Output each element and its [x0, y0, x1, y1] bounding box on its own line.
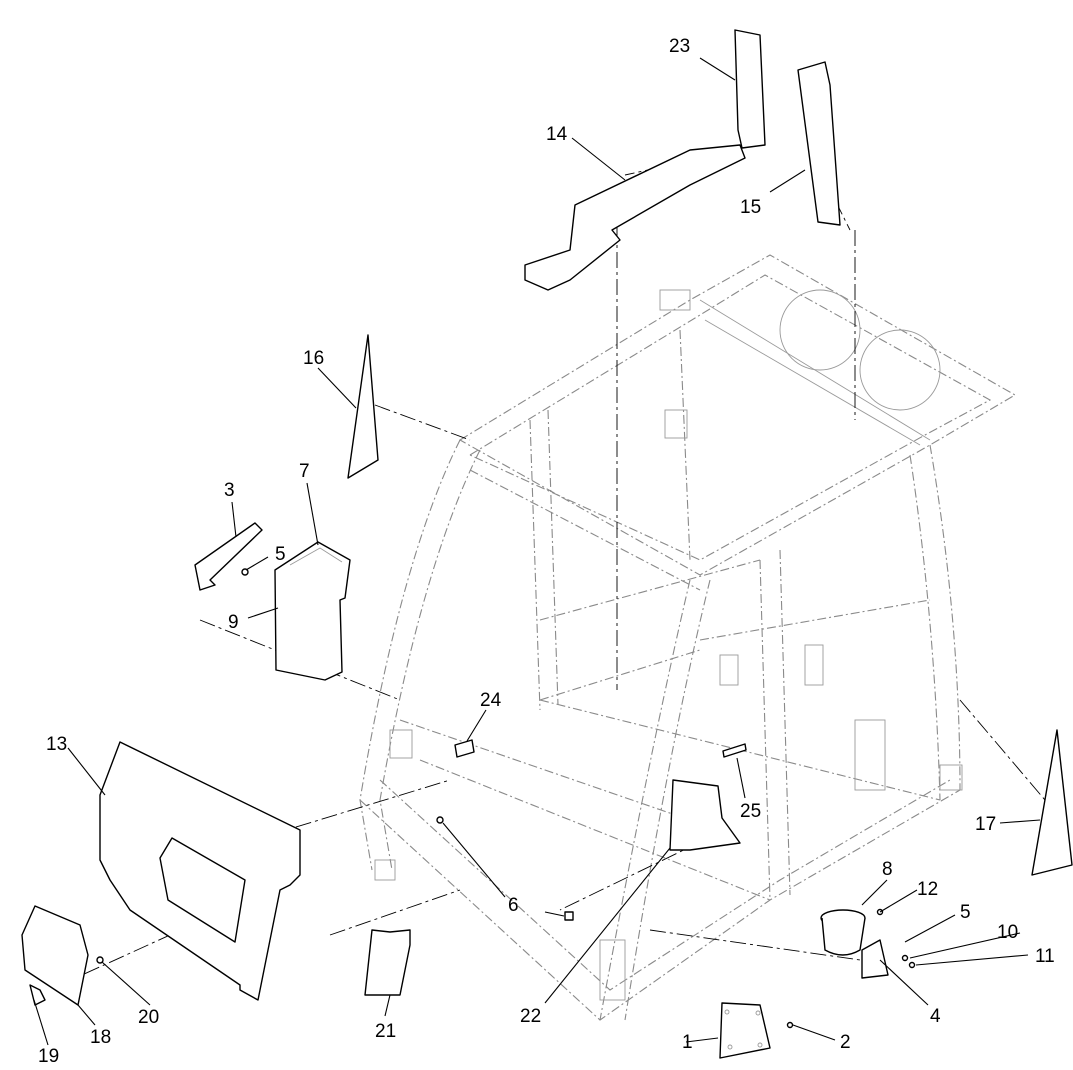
part-16-trim-panel	[347, 334, 379, 479]
part-19-knob	[29, 984, 46, 1006]
callout-16: 16	[303, 348, 324, 369]
callout-labels: 1 2 3 4 5 5 6 7 8 9 10 11 12 13 14 15 16…	[38, 36, 1055, 1067]
callout-17: 17	[975, 814, 996, 835]
part-14-headliner	[524, 144, 746, 291]
callout-8: 8	[882, 859, 893, 880]
callout-23: 23	[669, 36, 690, 57]
callout-6: 6	[508, 895, 519, 916]
part-8-cup-holder	[821, 917, 866, 956]
callout-3: 3	[224, 480, 235, 501]
part-4-bracket	[861, 939, 889, 979]
cab-frame	[359, 254, 1017, 1021]
part-18-cover	[21, 905, 89, 1006]
callout-5-left: 5	[275, 544, 286, 565]
part-1-plate	[719, 1002, 771, 1059]
callout-13: 13	[46, 734, 67, 755]
callout-5-right: 5	[960, 902, 971, 923]
callout-9: 9	[228, 612, 239, 633]
part-3-bracket	[194, 522, 263, 591]
part-22-panel	[669, 779, 741, 851]
part-15-panel	[797, 61, 841, 226]
callout-1: 1	[682, 1032, 693, 1053]
leader-lines	[33, 57, 1041, 1046]
callout-22: 22	[520, 1006, 541, 1027]
callout-2: 2	[840, 1032, 851, 1053]
callout-4: 4	[930, 1006, 941, 1027]
callout-12: 12	[917, 879, 938, 900]
callout-20: 20	[138, 1007, 159, 1028]
callout-14: 14	[546, 124, 568, 145]
callout-10: 10	[997, 922, 1018, 943]
callout-21: 21	[375, 1021, 396, 1042]
part-21-panel	[364, 929, 411, 996]
callout-24: 24	[480, 690, 502, 711]
part-23-panel	[734, 29, 766, 149]
callout-25: 25	[740, 801, 761, 822]
callout-7: 7	[299, 461, 310, 482]
assembly-centerlines	[59, 149, 1046, 986]
callout-11: 11	[1035, 946, 1055, 967]
part-17-trim-panel	[1031, 729, 1073, 876]
callout-15: 15	[740, 197, 761, 218]
part-25-decal	[722, 743, 747, 758]
part-24-decal	[454, 739, 475, 758]
callout-18: 18	[90, 1027, 111, 1048]
parts	[21, 29, 1073, 1059]
part-7-holder	[274, 541, 351, 681]
part-13-window	[159, 837, 246, 943]
callout-19: 19	[38, 1046, 59, 1067]
